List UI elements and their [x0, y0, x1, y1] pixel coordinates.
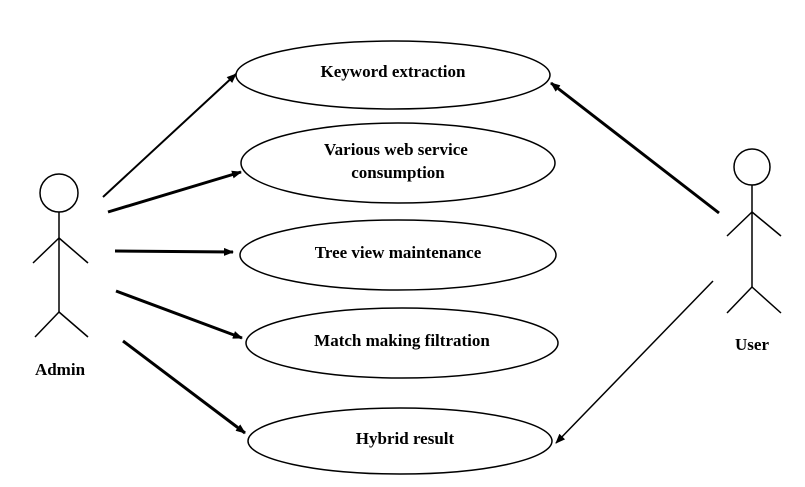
admin-right-leg: [58, 311, 89, 338]
use-case-ellipse: [247, 407, 553, 475]
admin-right-arm: [58, 237, 89, 264]
user-right-arm: [751, 211, 782, 237]
user-label: User: [735, 335, 769, 354]
use-case-label: Hybrid result: [356, 429, 455, 448]
admin-actor: [32, 173, 89, 338]
use-case-ellipse: [240, 122, 556, 204]
use-case-keyword-extraction: Keyword extraction: [235, 40, 551, 110]
user-right-leg: [751, 286, 782, 314]
admin-left-arm: [32, 237, 60, 264]
use-case-label: Match making filtration: [314, 331, 490, 350]
use-case-match-making-filtration: Match making filtration: [245, 307, 559, 379]
user-actor: [726, 148, 782, 314]
admin-head: [39, 173, 79, 213]
user-left-arm: [726, 211, 753, 237]
use-case-label: Tree view maintenance: [315, 243, 482, 262]
admin-label: Admin: [35, 360, 86, 379]
use-case-ellipse: [239, 219, 557, 291]
admin-to-hybrid-arrow: [122, 339, 246, 435]
use-case-hybrid-result: Hybrid result: [247, 407, 553, 475]
use-case-web-service-consumption: Various web service consumption: [240, 122, 556, 204]
use-case-tree-view-maintenance: Tree view maintenance: [239, 219, 557, 291]
user-head: [733, 148, 771, 186]
user-to-keyword-arrow: [550, 81, 720, 215]
admin-to-tree-arrow: [114, 247, 234, 256]
use-case-ellipse: [245, 307, 559, 379]
admin-to-web-arrow: [107, 170, 242, 214]
admin-to-keyword-arrow: [102, 73, 237, 198]
use-case-label: Keyword extraction: [321, 62, 466, 81]
use-case-label: Various web service consumption: [324, 140, 472, 182]
admin-left-leg: [34, 311, 60, 338]
user-to-hybrid-arrow: [555, 280, 714, 444]
admin-to-match-arrow: [115, 289, 243, 340]
user-left-leg: [726, 286, 753, 314]
